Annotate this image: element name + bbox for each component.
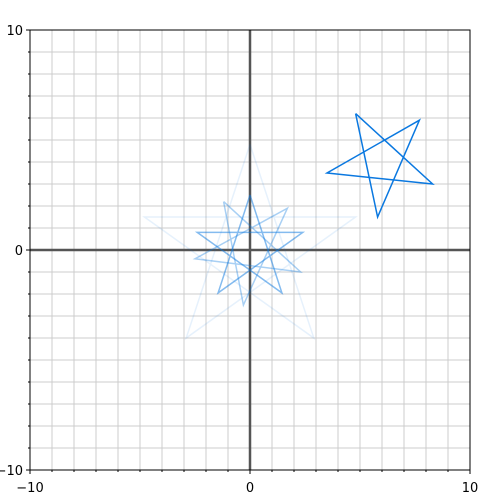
x-tick-label: −10 (16, 481, 43, 496)
axes (30, 30, 470, 470)
x-tick-label: 0 (246, 481, 254, 496)
star-series-2 (192, 201, 303, 308)
series-group (142, 113, 435, 340)
star-series-4 (324, 113, 435, 220)
y-tick-label: 10 (6, 24, 23, 39)
tick-labels: −10 0 10 10 0 −10 (0, 24, 478, 496)
y-tick-label: −10 (0, 464, 23, 479)
star-series-1 (142, 144, 358, 340)
x-tick-label: 10 (462, 481, 479, 496)
tick-marks (26, 29, 471, 474)
y-tick-label: 0 (15, 244, 23, 259)
star-series-3 (194, 194, 306, 295)
